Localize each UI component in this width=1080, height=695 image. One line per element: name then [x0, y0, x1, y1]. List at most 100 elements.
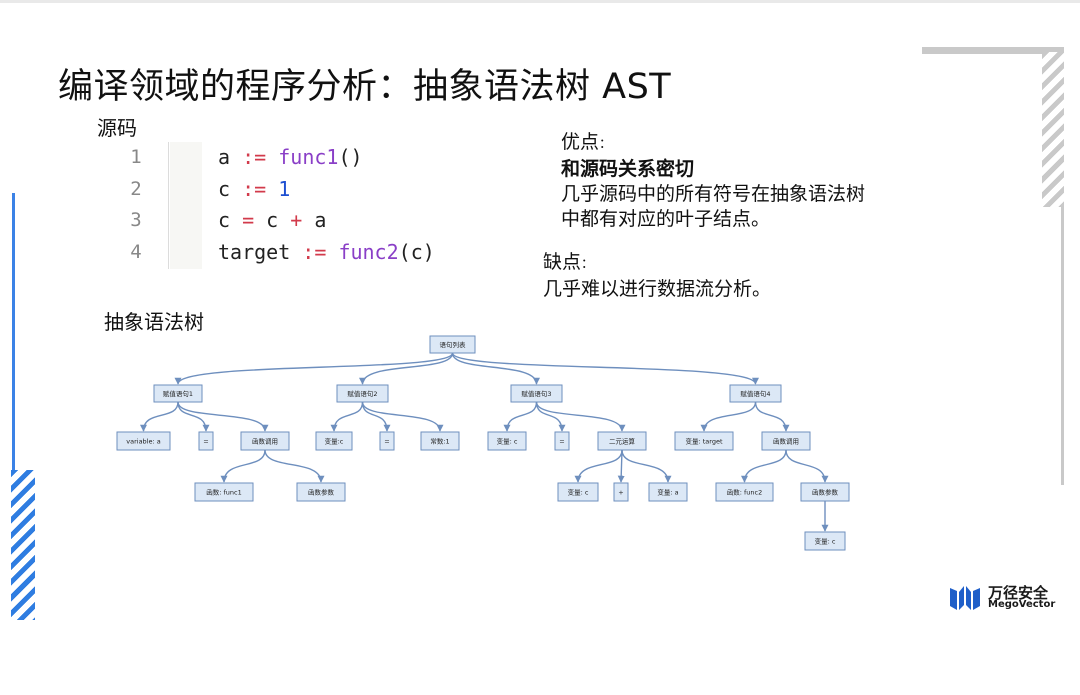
code-line: c := 1 — [218, 174, 435, 206]
ast-edge — [754, 401, 790, 432]
ast-node-label: 变量: c — [815, 536, 836, 545]
ast-edge — [359, 352, 454, 385]
ast-node-s4: 赋值语句4 — [729, 384, 782, 403]
top-border — [0, 0, 1080, 3]
ast-node-box — [729, 384, 782, 403]
ast-node-box — [597, 431, 647, 451]
ast-node-label: 函数: func2 — [727, 487, 763, 496]
ast-node-box — [554, 431, 570, 451]
ast-edge — [451, 352, 759, 385]
code-line: a := func1() — [218, 142, 435, 174]
cons-section: 缺点： 几乎难以进行数据流分析。 — [543, 250, 771, 302]
ast-node-label: 变量: c — [497, 436, 518, 445]
ast-node-box — [800, 482, 850, 502]
code-line: target := func2(c) — [218, 237, 435, 269]
ast-edge — [621, 449, 672, 483]
ast-node-s4args: 函数参数 — [800, 482, 850, 502]
ast-node-label: variable: a — [126, 437, 160, 445]
ast-edge — [785, 449, 829, 483]
ast-node-box — [804, 531, 846, 551]
code-token: := — [242, 176, 267, 201]
pros-heading: 优点 — [561, 131, 600, 153]
ast-edge — [361, 401, 444, 432]
ast-node-label: 赋值语句2 — [347, 389, 377, 398]
code-token: func1 — [278, 145, 339, 169]
ast-node-label: 语句列表 — [440, 340, 467, 349]
ast-node-box — [613, 482, 629, 502]
code-token: := — [302, 239, 327, 264]
decor-right-top-line — [922, 47, 1064, 54]
ast-node-box — [296, 482, 346, 502]
ast-node-label: 二元运算 — [609, 436, 636, 445]
code-token: 1 — [278, 176, 291, 201]
ast-node-label: 函数参数 — [812, 487, 839, 496]
ast-node-s1: 赋值语句1 — [153, 384, 203, 403]
code-token: c — [218, 208, 231, 232]
code-token: target — [218, 239, 291, 264]
ast-node-box — [315, 431, 353, 451]
cons-line-1: 几乎难以进行数据流分析。 — [543, 278, 772, 300]
ast-node-s1fn: 函数: func1 — [194, 482, 254, 502]
ast-node-box — [336, 384, 389, 403]
ast-node-root: 语句列表 — [429, 335, 476, 354]
code-token: (c) — [398, 239, 435, 264]
ast-node-s4fn: 函数: func2 — [715, 482, 774, 502]
ast-node-label: 赋值语句3 — [521, 389, 551, 398]
ast-node-box — [557, 482, 599, 502]
code-token: c — [218, 176, 231, 201]
ast-node-s2k: 常数:1 — [420, 431, 460, 451]
ast-node-box — [761, 431, 811, 451]
ast-node-box — [674, 431, 734, 451]
code-token: c — [254, 208, 291, 232]
ast-edge — [174, 352, 454, 385]
source-code-label: 源码 — [97, 116, 137, 140]
ast-node-label: 函数参数 — [308, 487, 335, 496]
ast-node-label: 赋值语句4 — [740, 389, 770, 398]
ast-node-label: 函数: func1 — [206, 487, 242, 496]
slide-title: 编译领域的程序分析：抽象语法树 AST — [58, 67, 672, 107]
ast-node-box — [116, 431, 171, 451]
ast-node-s3c: 变量: c — [487, 431, 527, 451]
ast-edge — [264, 449, 325, 483]
ast-node-label: 变量: target — [685, 436, 722, 445]
ast-node-box — [510, 384, 563, 403]
code-gutter-shade — [170, 142, 202, 269]
cons-heading: 缺点 — [543, 251, 582, 273]
ast-edge — [617, 449, 625, 483]
ast-node-box — [379, 431, 395, 451]
ast-node-s3op: + — [613, 482, 629, 502]
ast-node-label: 常数:1 — [430, 436, 449, 445]
ast-node-label: 赋值语句1 — [163, 389, 193, 398]
ast-node-s2c: 变量:c — [315, 431, 353, 451]
decor-right-bar — [1061, 205, 1064, 485]
ast-node-box — [198, 431, 214, 451]
ast-node-label: = — [384, 437, 389, 445]
code-token: + — [290, 208, 303, 232]
ast-node-s1eq: = — [198, 431, 214, 451]
code-token: := — [242, 145, 267, 169]
ast-node-box — [240, 431, 290, 451]
ast-node-s4t: 变量: target — [674, 431, 734, 451]
ast-node-box — [715, 482, 774, 502]
ast-edge — [574, 449, 623, 483]
ast-edge — [330, 401, 364, 432]
ast-edge — [451, 352, 540, 385]
pros-section: 优点： 和源码关系密切 几乎源码中的所有符号在抽象语法树 中都有对应的叶子结点。 — [561, 130, 865, 232]
ast-node-s2eq: = — [379, 431, 395, 451]
code-line-number: 2 — [130, 177, 142, 200]
ast-label: 抽象语法树 — [104, 310, 204, 334]
ast-node-s1call: 函数调用 — [240, 431, 290, 451]
ast-edge — [177, 401, 269, 432]
ast-node-label: 变量:c — [325, 436, 344, 445]
ast-node-s1args: 函数参数 — [296, 482, 346, 502]
ast-node-box — [648, 482, 688, 502]
ast-edge — [140, 401, 179, 432]
ast-node-s1a: variable: a — [116, 431, 171, 451]
code-token: func2 — [338, 239, 399, 264]
ast-node-box — [194, 482, 254, 502]
code-line-number: 3 — [130, 209, 142, 231]
